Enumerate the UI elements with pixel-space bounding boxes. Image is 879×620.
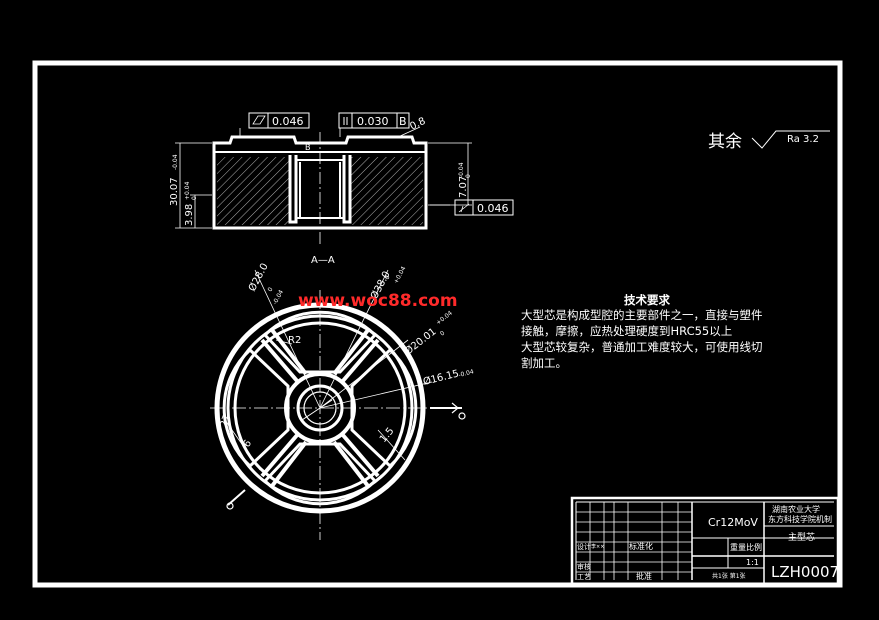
- dim-dia-28-tol: 0: [267, 286, 275, 293]
- dim-dia-38-tol: +0.04: [393, 265, 408, 285]
- tb-drawing-no: LZH0007: [771, 563, 839, 581]
- dim-dia-16: Ø16.15: [422, 367, 460, 387]
- tb-school-2: 东方科技学院机制: [768, 514, 832, 524]
- dim-right-height-tol2: 0: [465, 174, 472, 178]
- tech-requirements-body: 大型芯是构成型腔的主要部件之一，直接与塑件 接触，摩擦，应热处理硬度到HRC55…: [521, 307, 763, 371]
- tb-scale-label: 重量比例: [730, 542, 762, 552]
- parallelism-datum: B: [399, 115, 407, 128]
- tb-design: 设计: [577, 542, 591, 551]
- tb-material: Cr12MoV: [708, 516, 758, 529]
- dim-dia-28-tol2: -0.04: [272, 289, 286, 306]
- tech-line-2: 接触，摩擦，应热处理硬度到HRC55以上: [521, 324, 733, 338]
- plan-view: [210, 269, 466, 540]
- roughness-symbol: [751, 130, 830, 149]
- dim-right-height: 7.07: [458, 176, 469, 198]
- flatness-value: 0.046: [272, 115, 304, 128]
- hatch-left: [217, 157, 289, 225]
- dim-dia-16-tol: -0.04: [458, 368, 475, 379]
- section-label: A—A: [311, 255, 335, 266]
- hatch-right: [349, 157, 423, 225]
- tb-design-name: 李××: [591, 543, 604, 550]
- dim-27: 27: [218, 413, 233, 429]
- perpendicularity-value: 0.046: [477, 202, 509, 215]
- tb-standardize: 标准化: [629, 541, 653, 551]
- tb-sheet-info: 共1张 第1张: [712, 572, 746, 580]
- chamfer-label: 0.8: [408, 116, 427, 133]
- tb-process: 工艺: [577, 573, 591, 581]
- parallelism-value: 0.030: [357, 115, 389, 128]
- dim-height-step-tol: +0.04: [184, 181, 191, 200]
- tb-school-1: 湖南农业大学: [772, 504, 820, 514]
- dim-height-step-tol2: 0: [191, 196, 198, 200]
- tb-scale: 1:1: [746, 558, 759, 567]
- dim-height-step: 3.98: [184, 204, 195, 226]
- drawing-frame: [32, 60, 843, 588]
- tech-line-3: 大型芯较复杂，普通加工难度较大，可使用线切: [521, 340, 763, 354]
- dim-dia-20-tol: +0.04: [435, 310, 454, 327]
- roughness-value: Ra 3.2: [787, 134, 819, 145]
- dim-height-total-tol: -0.04: [172, 154, 179, 170]
- dim-15: 1.5: [378, 426, 397, 445]
- dim-r2: R2: [288, 335, 301, 346]
- tb-part-name: 主型芯: [788, 531, 815, 543]
- tb-review: 审核: [577, 562, 591, 571]
- tech-line-4: 割加工。: [521, 356, 567, 370]
- section-view: [175, 126, 472, 245]
- dim-dia-20-tol2: 0: [439, 330, 446, 338]
- flatness-frame: [248, 112, 310, 129]
- tech-line-1: 大型芯是构成型腔的主要部件之一，直接与塑件: [521, 308, 763, 322]
- title-block: [570, 496, 840, 586]
- tb-approve: 批准: [636, 571, 652, 581]
- dim-right-height-tol: -0.04: [458, 162, 465, 178]
- dim-dia-20: Ø20.01: [402, 325, 438, 357]
- watermark: www.woc88.com: [298, 291, 458, 311]
- tech-requirements-title: 技术要求: [624, 293, 670, 307]
- dim-6: 6: [241, 438, 254, 450]
- parallelism-frame: [338, 112, 410, 129]
- roughness-label: 其余: [708, 132, 742, 152]
- dim-dia-38-tol2: 0: [384, 274, 392, 281]
- dim-height-total: 30.07: [169, 177, 180, 206]
- perpendicularity-frame: [454, 199, 514, 216]
- datum-b-label: B: [305, 143, 311, 152]
